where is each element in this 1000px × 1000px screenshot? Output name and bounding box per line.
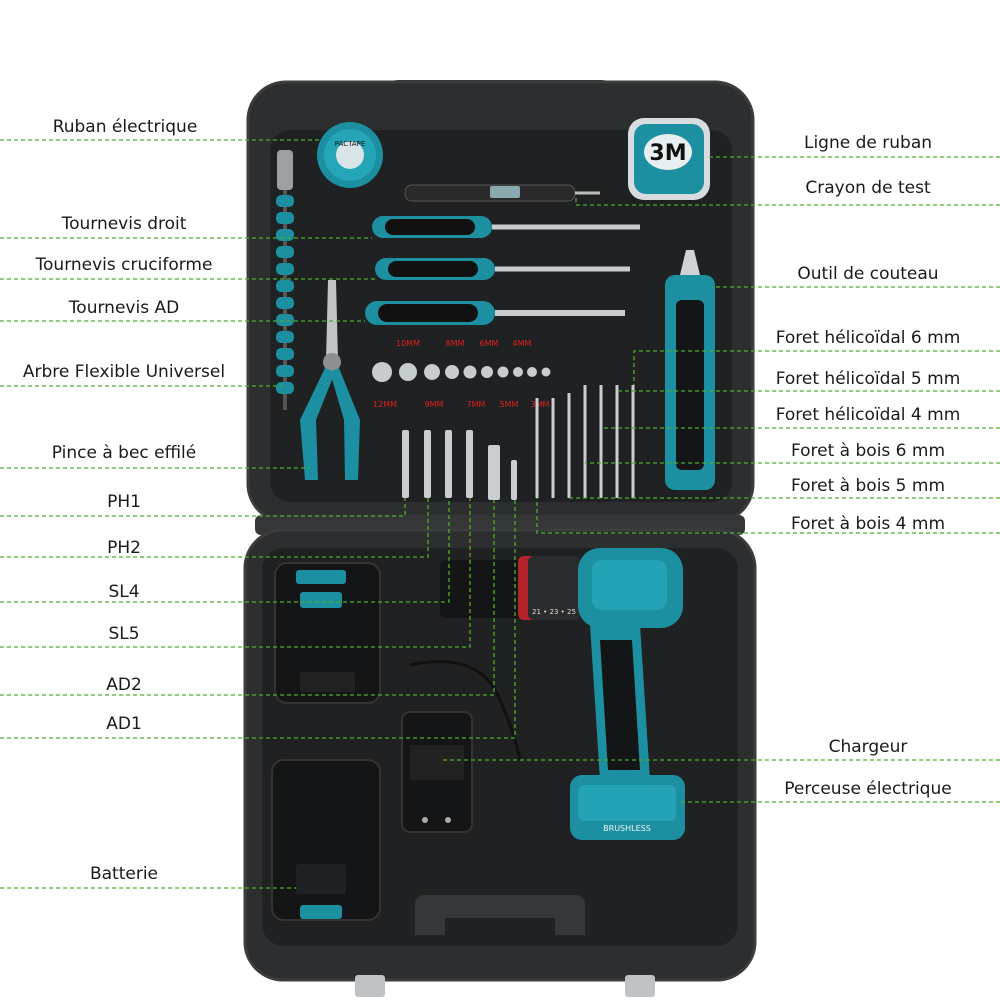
case-bottom-handle <box>415 895 585 935</box>
label-charger: Chargeur <box>829 737 908 757</box>
label-wood-drill-5: Foret à bois 5 mm <box>791 476 945 496</box>
label-twist-drill-4: Foret hélicoïdal 4 mm <box>776 405 961 425</box>
label-electrical-tape: Ruban électrique <box>53 117 198 137</box>
socket-set: 10MM 8MM 6MM 4MM 12MM 9MM 7MM 5MM 3MM <box>372 339 551 409</box>
label-ad-screwdriver: Tournevis AD <box>68 298 179 318</box>
label-ph1: PH1 <box>107 492 141 512</box>
label-ad2: AD2 <box>106 675 142 695</box>
case-latch-right <box>625 975 655 997</box>
labels-left: Ruban électrique Tournevis droit Tournev… <box>23 117 225 884</box>
label-flexible-shaft: Arbre Flexible Universel <box>23 362 225 382</box>
tape-measure: 3M <box>628 118 710 200</box>
socket-size-8: 8MM <box>446 339 465 348</box>
socket-size-12: 12MM <box>373 400 397 409</box>
label-utility-knife: Outil de couteau <box>797 264 938 284</box>
screwdriver-flat <box>372 216 640 238</box>
label-wood-drill-4: Foret à bois 4 mm <box>791 514 945 534</box>
socket-size-4: 4MM <box>513 339 532 348</box>
socket-size-3: 3MM <box>531 400 550 409</box>
flexible-shaft <box>276 150 294 410</box>
battery-bottom <box>271 759 381 921</box>
socket-size-9: 9MM <box>425 400 444 409</box>
label-wood-drill-6: Foret à bois 6 mm <box>791 441 945 461</box>
label-sl5: SL5 <box>108 624 139 644</box>
label-phillips-screwdriver: Tournevis cruciforme <box>35 255 213 275</box>
utility-knife <box>665 250 715 490</box>
needle-nose-pliers <box>300 280 360 480</box>
case-latch-left <box>355 975 385 997</box>
label-twist-drill-6: Foret hélicoïdal 6 mm <box>776 328 961 348</box>
screwdriver-phillips <box>375 258 630 280</box>
socket-size-5: 5MM <box>500 400 519 409</box>
socket-size-7: 7MM <box>467 400 486 409</box>
label-electric-drill: Perceuse électrique <box>784 779 951 799</box>
screwdriver-ad <box>365 301 625 325</box>
tape-measure-text: 3M <box>649 141 686 166</box>
label-needle-nose-pliers: Pince à bec effilé <box>52 443 196 463</box>
leader-lines <box>0 139 1000 889</box>
drill-torque-marks: 21 • 23 • 25 <box>532 608 576 616</box>
labels-right: Ligne de ruban Crayon de test Outil de c… <box>776 133 961 799</box>
electric-drill: 21 • 23 • 25 BL BRUSHLESS <box>440 548 685 840</box>
label-twist-drill-5: Foret hélicoïdal 5 mm <box>776 369 961 389</box>
socket-size-10: 10MM <box>396 339 420 348</box>
tape-roll-text: PACTAPE <box>335 140 366 148</box>
test-pen <box>404 184 600 202</box>
drill-bits <box>535 385 635 498</box>
label-tape-measure: Ligne de ruban <box>804 133 932 153</box>
label-sl4: SL4 <box>108 582 139 602</box>
label-flat-screwdriver: Tournevis droit <box>61 214 187 234</box>
label-test-pen: Crayon de test <box>805 178 931 198</box>
label-ad1: AD1 <box>106 714 142 734</box>
electrical-tape-roll: PACTAPE <box>317 122 383 188</box>
label-battery: Batterie <box>90 864 158 884</box>
socket-size-6: 6MM <box>480 339 499 348</box>
battery-top <box>274 562 381 704</box>
label-ph2: PH2 <box>107 538 141 558</box>
screwdriver-bits <box>402 430 517 500</box>
charger <box>401 660 522 833</box>
drill-base-text: BRUSHLESS <box>603 824 651 833</box>
